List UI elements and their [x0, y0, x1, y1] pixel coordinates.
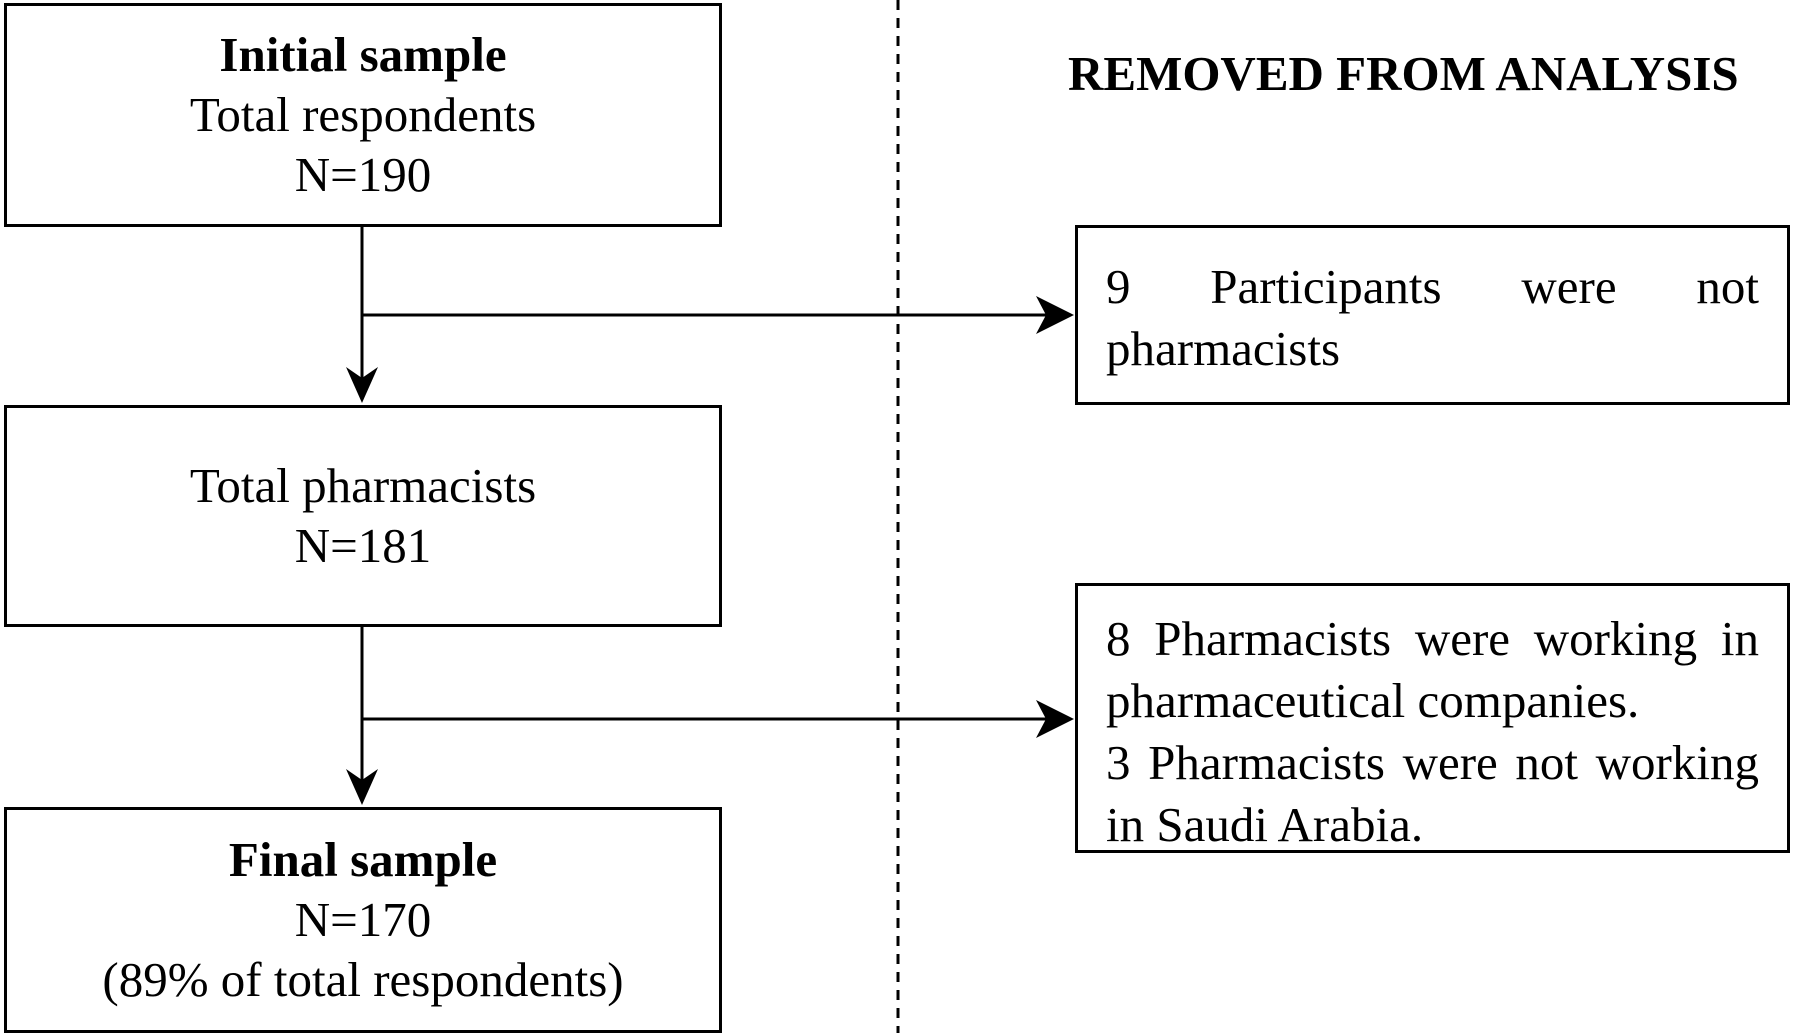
removed-non-pharmacists-text: 9 Participants were not pharmacists	[1106, 259, 1759, 376]
final-sample-title: Final sample	[228, 832, 498, 887]
final-sample-percent: (89% of total respondents)	[102, 952, 624, 1007]
removed-pharma-companies-text: 8 Pharmacists were working in pharmaceut…	[1106, 611, 1759, 728]
arrowhead-right-2	[1036, 700, 1074, 738]
initial-sample-box: Initial sample Total respondents N=190	[4, 3, 722, 227]
total-pharmacists-box: Total pharmacists N=181	[4, 405, 722, 627]
total-pharmacists-count: N=181	[294, 518, 432, 573]
initial-sample-line1: Total respondents	[189, 87, 537, 142]
total-pharmacists-label: Total pharmacists	[189, 458, 537, 513]
arrowhead-right-1	[1036, 296, 1074, 334]
final-sample-count: N=170	[294, 892, 432, 947]
initial-sample-count: N=190	[294, 147, 432, 202]
removed-not-saudi-text: 3 Pharmacists were not working in Saudi …	[1106, 735, 1759, 852]
removed-box-other-exclusions: 8 Pharmacists were working in pharmaceut…	[1075, 583, 1790, 853]
final-sample-box: Final sample N=170 (89% of total respond…	[4, 807, 722, 1033]
removed-box-non-pharmacists: 9 Participants were not pharmacists	[1075, 225, 1790, 405]
arrowhead-down-1	[346, 367, 378, 403]
arrowhead-down-2	[346, 769, 378, 805]
removed-from-analysis-heading: REMOVED FROM ANALYSIS	[1068, 46, 1739, 101]
initial-sample-title: Initial sample	[219, 27, 507, 82]
